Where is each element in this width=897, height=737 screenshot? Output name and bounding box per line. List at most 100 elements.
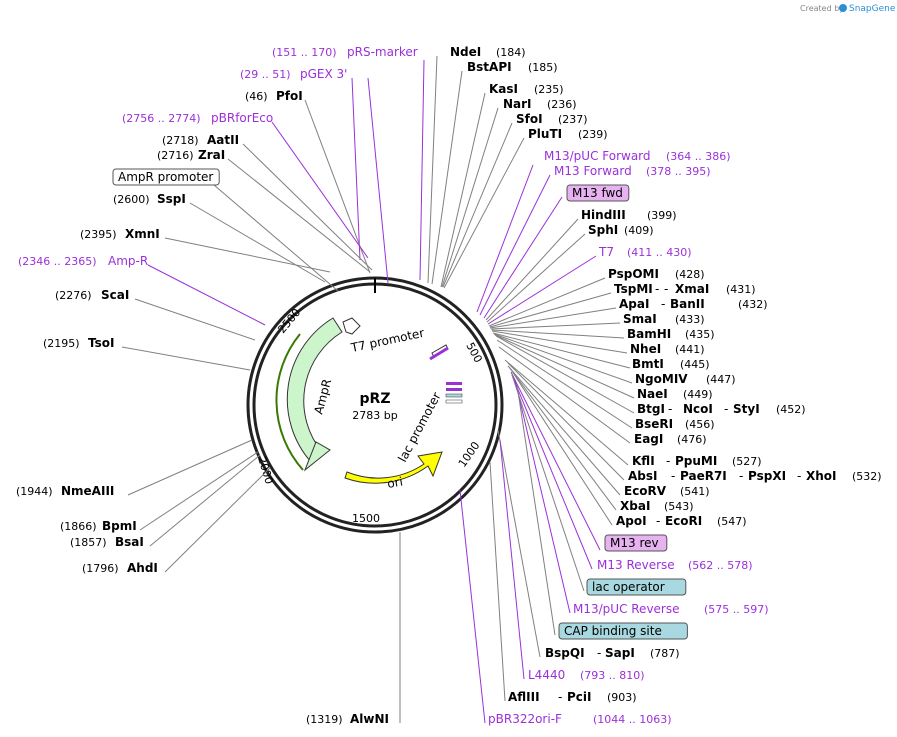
map-label-58: TsoI (88, 336, 114, 350)
map-label-45: - (664, 282, 668, 296)
map-label-4: BstAPI (467, 60, 512, 74)
map-label-13: (236) (547, 98, 577, 111)
map-label-54: (433) (675, 313, 705, 326)
map-label-89: ApoI (616, 514, 647, 528)
lac-mark-1 (446, 382, 462, 385)
map-label-101: lac operator (592, 580, 665, 594)
map-label-92: (1866) (60, 520, 97, 533)
map-label-26: M13 Forward (554, 164, 632, 178)
plasmid-length: 2783 bp (352, 409, 397, 422)
map-label-41: Amp-R (108, 254, 148, 268)
leader-line-53 (489, 461, 506, 702)
map-label-46: XmaI (675, 282, 709, 296)
map-label-83: (1944) (16, 485, 53, 498)
map-label-44: TspMI (614, 282, 653, 296)
map-label-98: AhdI (127, 561, 158, 575)
map-label-93: BpmI (102, 519, 137, 533)
leader-line-36 (498, 346, 631, 444)
leader-line-35 (496, 339, 633, 429)
separator-8: - (656, 514, 660, 528)
map-label-43: (428) (675, 268, 705, 281)
leader-line-23 (134, 298, 256, 341)
leader-line-30 (491, 330, 628, 354)
map-label-52: (432) (738, 298, 768, 311)
map-label-33: (399) (647, 209, 677, 222)
leader-line-47 (511, 374, 593, 570)
map-label-109: (793 .. 810) (580, 669, 645, 682)
leader-line-17 (189, 202, 326, 283)
map-label-65: NaeI (637, 387, 668, 401)
map-label-25: (364 .. 386) (666, 150, 731, 163)
map-label-56: (435) (685, 328, 715, 341)
map-label-97: (1796) (82, 562, 119, 575)
leader-line-7 (351, 77, 361, 261)
map-label-87: XbaI (620, 499, 650, 513)
map-label-81: XhoI (806, 469, 837, 483)
ampr-label: AmpR (311, 378, 334, 416)
leader-line-3 (440, 92, 486, 288)
leader-line-10 (271, 121, 369, 259)
credit-brand: SnapGene (849, 4, 896, 14)
map-label-77: (527) (732, 455, 762, 468)
map-label-108: L4440 (528, 668, 565, 682)
separator-0: - (655, 282, 659, 296)
ampr-arrowhead (303, 441, 331, 472)
map-label-9: PfoI (276, 89, 303, 103)
leader-line-0 (419, 59, 425, 281)
map-label-40: (2346 .. 2365) (18, 255, 97, 268)
map-label-2: NdeI (450, 45, 481, 59)
leader-line-21 (164, 237, 331, 273)
map-label-76: PpuMI (675, 454, 717, 468)
map-label-11: (235) (534, 83, 564, 96)
map-label-75: KflI (632, 454, 655, 468)
credit-prefix: Created by (800, 4, 844, 13)
leader-line-1 (427, 55, 438, 284)
map-label-100: (562 .. 578) (688, 559, 753, 572)
leader-line-51 (497, 429, 541, 658)
scale-tick-2000: 2000 (255, 455, 276, 486)
map-label-7: pGEX 3' (300, 67, 347, 81)
leader-line-25 (489, 292, 612, 328)
feature-box-28 (112, 168, 220, 186)
snapgene-logo-icon (839, 4, 847, 12)
map-label-102: M13/pUC Reverse (573, 602, 680, 616)
map-label-69: StyI (733, 402, 760, 416)
map-label-90: EcoRI (665, 514, 702, 528)
map-label-0: (151 .. 170) (272, 46, 337, 59)
map-label-47: (431) (726, 283, 756, 296)
map-label-99: M13 Reverse (597, 558, 675, 572)
map-label-42: PspOMI (608, 267, 659, 281)
leader-line-42 (127, 439, 253, 496)
separator-9: - (597, 646, 601, 660)
leader-line-28 (491, 329, 625, 339)
map-label-64: (447) (706, 373, 736, 386)
leader-line-11 (242, 143, 373, 271)
map-label-39: (411 .. 430) (627, 246, 692, 259)
map-label-20: (2718) (162, 134, 199, 147)
map-label-104: CAP binding site (564, 624, 662, 638)
map-label-48: (2276) (55, 289, 92, 302)
leader-line-20 (487, 255, 597, 325)
leader-line-32 (493, 333, 633, 384)
separator-3: - (724, 402, 728, 416)
t7-primer-mark (429, 346, 449, 361)
map-label-95: BsaI (115, 535, 144, 549)
leader-line-14 (479, 174, 551, 316)
map-label-66: (449) (683, 388, 713, 401)
lac-mark-3 (445, 393, 463, 398)
map-label-34: SphI (588, 223, 618, 237)
separator-6: - (739, 469, 743, 483)
leader-line-29 (121, 346, 251, 371)
map-label-82: (532) (852, 470, 882, 483)
map-label-105: BspQI (545, 646, 585, 660)
leader-line-49 (514, 379, 571, 614)
leader-line-24 (488, 277, 606, 327)
map-label-1: pRS-marker (347, 45, 418, 59)
leader-line-19 (486, 233, 586, 323)
map-label-17: (239) (578, 128, 608, 141)
leader-line-12 (227, 158, 371, 273)
map-label-86: (541) (680, 485, 710, 498)
